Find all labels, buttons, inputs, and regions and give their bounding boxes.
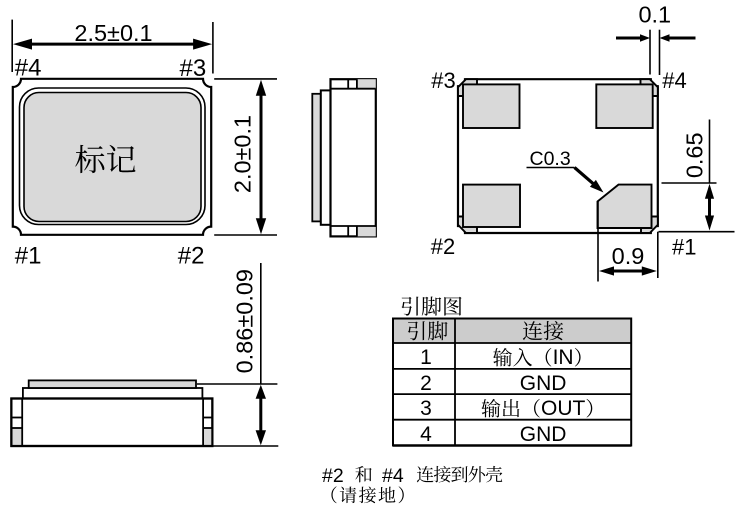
svg-text:0.86±0.09: 0.86±0.09 [232, 269, 258, 373]
svg-text:#2: #2 [322, 465, 344, 487]
svg-text:0.1: 0.1 [638, 2, 671, 28]
svg-text:GND: GND [520, 423, 567, 446]
svg-text:2.0±0.1: 2.0±0.1 [230, 115, 256, 193]
svg-text:#2: #2 [178, 242, 205, 269]
svg-text:OUT: OUT [541, 397, 586, 420]
svg-text:C0.3: C0.3 [530, 148, 571, 170]
svg-text:#3: #3 [431, 68, 455, 93]
svg-text:3: 3 [420, 397, 432, 420]
svg-text:#4: #4 [15, 54, 42, 81]
svg-text:IN: IN [553, 346, 574, 369]
svg-text:0.9: 0.9 [612, 243, 645, 269]
svg-text:1: 1 [420, 346, 432, 369]
svg-text:#1: #1 [15, 242, 42, 269]
svg-text:4: 4 [420, 423, 432, 446]
svg-text:2: 2 [420, 372, 432, 395]
svg-text:#3: #3 [180, 55, 207, 82]
svg-text:#4: #4 [662, 68, 686, 93]
svg-text:0.65: 0.65 [681, 132, 707, 178]
svg-text:2.5±0.1: 2.5±0.1 [74, 20, 152, 46]
svg-text:GND: GND [520, 372, 567, 395]
svg-text:#2: #2 [431, 234, 455, 259]
svg-text:#1: #1 [672, 235, 696, 260]
svg-text:#4: #4 [382, 465, 404, 487]
